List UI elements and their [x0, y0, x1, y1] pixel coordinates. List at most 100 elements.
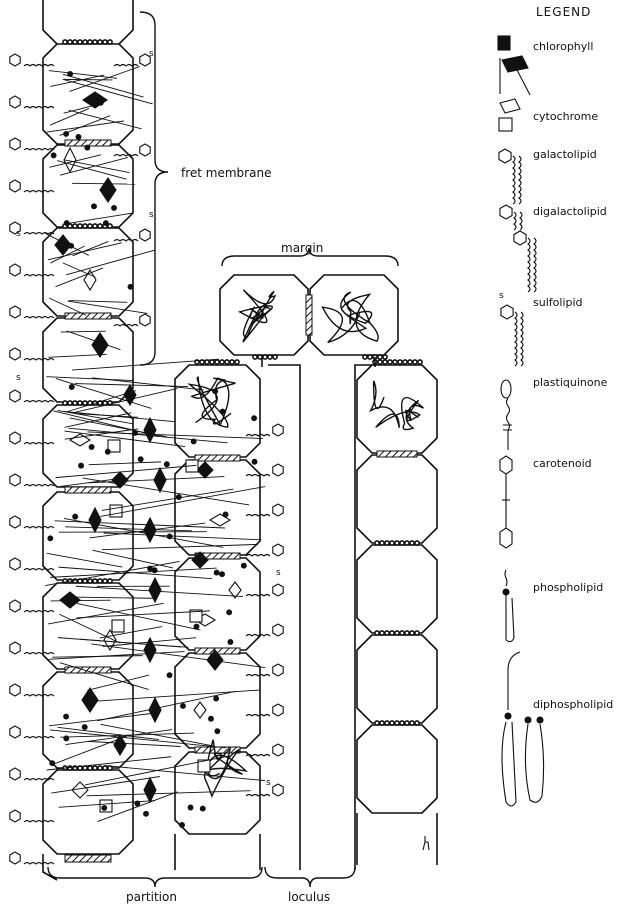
hatched-junction — [65, 487, 111, 493]
diphospholipid-icon — [502, 722, 516, 806]
lipid-tail — [114, 65, 138, 67]
connector-line — [51, 776, 160, 793]
galactolipid-head — [10, 558, 20, 570]
lipid-tail — [246, 475, 270, 477]
phospholipid-head — [200, 806, 205, 811]
galactolipid-head — [10, 348, 20, 360]
loculus-left-wall — [268, 365, 300, 870]
galactolipid-head — [140, 229, 150, 241]
galactolipid-head — [273, 624, 283, 636]
connector-line — [63, 74, 143, 97]
phospholipid-head — [82, 725, 87, 730]
phospholipid-head — [188, 805, 193, 810]
galactolipid-head — [10, 474, 20, 486]
fret-bottom-edge — [43, 854, 57, 880]
chlorophyll-icon — [502, 56, 528, 72]
phospholipid-head — [214, 696, 219, 701]
digalactolipid-icon — [528, 238, 530, 292]
connector-line — [50, 730, 226, 748]
phospholipid-head — [68, 72, 73, 77]
sulfolipid-icon — [515, 312, 517, 366]
phospholipid-head — [85, 145, 90, 150]
legend-label-cytochrome: cytochrome — [533, 110, 598, 123]
legend-label-chlorophyll: chlorophyll — [533, 40, 593, 53]
galactolipid-head — [273, 544, 283, 556]
connector-line — [97, 691, 236, 721]
connector-line — [73, 241, 109, 255]
fret-compartment — [43, 44, 133, 144]
phospholipid-head — [209, 716, 214, 721]
phospholipid-head — [102, 806, 107, 811]
galactolipid-head — [10, 726, 20, 738]
phospholipid-head — [148, 566, 153, 571]
chlorophyll-block — [89, 508, 101, 532]
galactolipid-head — [10, 684, 20, 696]
phospholipid-head — [48, 536, 53, 541]
legend-label-carotenoid: carotenoid — [533, 457, 592, 470]
connector-line — [47, 553, 122, 567]
margin-label: margin — [281, 241, 323, 255]
galactolipid-head — [273, 424, 283, 436]
connector-line — [72, 388, 178, 413]
legend-label-digalactolipid: digalactolipid — [533, 205, 607, 218]
chlorophyll-block — [92, 333, 108, 357]
lipid-tail — [246, 635, 270, 637]
lipid-tail — [246, 595, 270, 597]
loculus-column — [357, 360, 437, 865]
connector-line — [87, 675, 149, 690]
lipid-tail — [246, 435, 270, 437]
protein-coil — [322, 292, 378, 342]
phospholipid-head — [194, 624, 199, 629]
connector-line — [50, 75, 104, 86]
galactolipid-head — [10, 54, 20, 66]
diphospholipid-icon — [537, 717, 543, 723]
galactolipid-head — [10, 600, 20, 612]
hatched-junction — [65, 313, 111, 319]
connector-line — [50, 109, 89, 126]
phospholipid-head — [105, 449, 110, 454]
legend-label-sulfolipid: sulfolipid — [533, 296, 583, 309]
phospholipid-head — [164, 462, 169, 467]
phospholipid-head — [76, 135, 81, 140]
connector-line — [56, 268, 104, 287]
s-marker: s — [276, 568, 281, 578]
connector-line — [48, 603, 164, 624]
galactolipid-icon — [499, 149, 511, 163]
lipid-tail — [24, 485, 54, 487]
lipid-tail — [24, 401, 54, 403]
lipid-tail — [114, 240, 138, 242]
connector-line — [64, 80, 153, 104]
lipid-tail — [24, 527, 54, 529]
galactolipid-head — [273, 464, 283, 476]
bead-junction — [373, 360, 422, 364]
sulfolipid-icon — [501, 305, 513, 319]
lipid-tail — [24, 191, 54, 193]
digalactolipid-icon — [514, 212, 516, 230]
partition-bracket — [48, 867, 262, 887]
connector-line — [69, 110, 142, 129]
phospholipid-head — [69, 385, 74, 390]
chlorophyll-block — [82, 688, 98, 712]
phospholipid-head — [98, 100, 103, 105]
galactolipid-head — [10, 432, 20, 444]
connector-line — [49, 71, 117, 79]
phospholipid-head — [214, 570, 219, 575]
lipid-tail — [24, 275, 54, 277]
loculus-bracket — [265, 867, 355, 887]
galactolipid-head — [273, 704, 283, 716]
galactolipid-head — [10, 390, 20, 402]
galactolipid-head — [10, 642, 20, 654]
partition-label: partition — [126, 890, 177, 904]
loculus-compartment — [357, 545, 437, 633]
connector-line — [64, 518, 223, 547]
connector-line — [72, 183, 135, 184]
connector-line — [48, 354, 106, 357]
digalactolipid-icon — [520, 212, 522, 230]
carotenoid-icon — [500, 528, 512, 548]
legend-title: LEGEND — [536, 5, 591, 19]
s-marker: s — [16, 229, 21, 239]
galactolipid-head — [10, 96, 20, 108]
diphospholipid-icon — [508, 652, 520, 710]
cytochrome-square — [110, 505, 122, 517]
